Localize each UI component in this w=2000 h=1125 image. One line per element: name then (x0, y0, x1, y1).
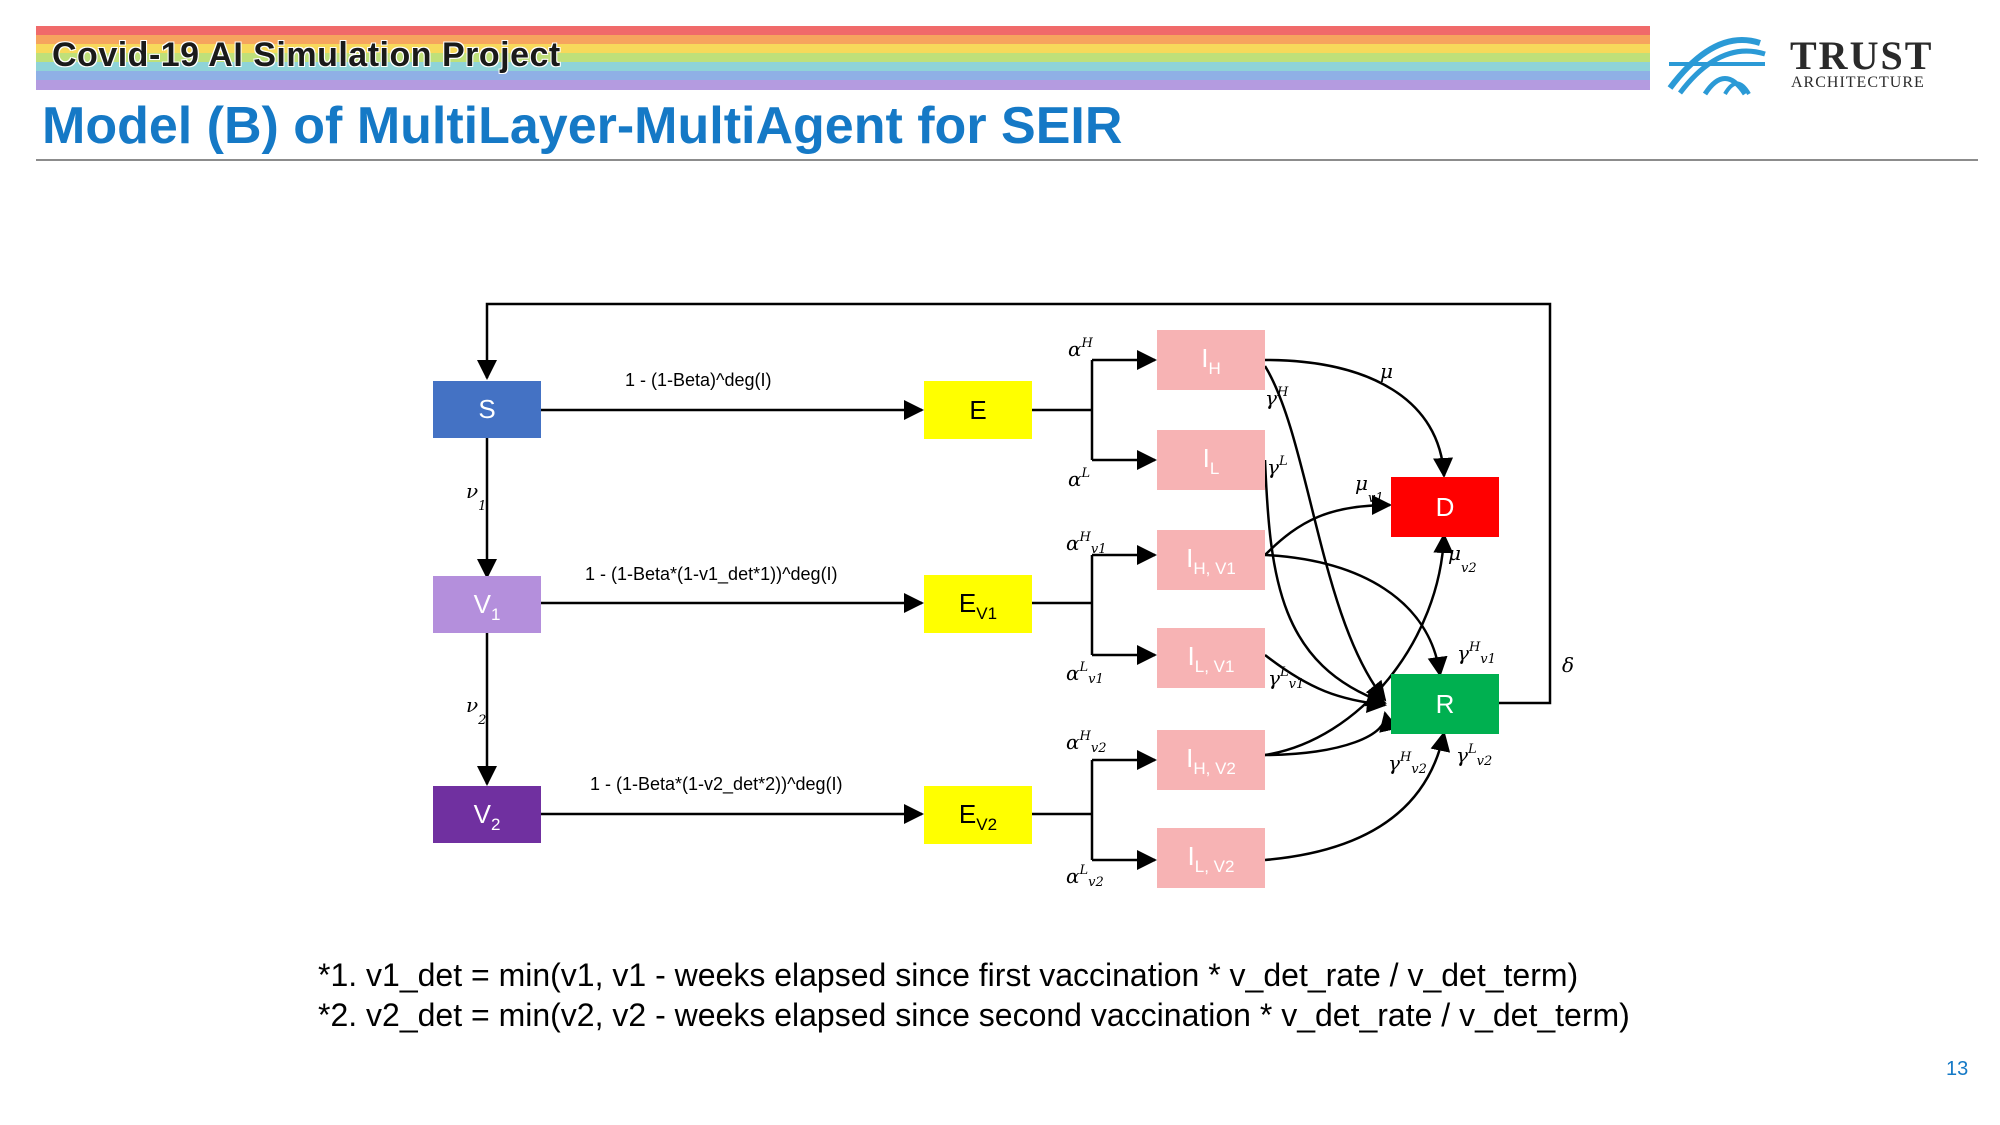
node-boxes (433, 330, 1499, 888)
page-number: 13 (1946, 1058, 1969, 1080)
node-ev1-box (924, 575, 1032, 633)
logo-wordmark: TRUST (1790, 33, 1934, 78)
node-ev1-label: EV1 (959, 588, 997, 623)
rate-label-nu2: ν2 (466, 693, 486, 728)
edge-e-split (1032, 360, 1094, 460)
rate-label-gamma-h: γH (1265, 385, 1289, 410)
node-il-box (1157, 430, 1265, 490)
slide-title: Model (B) of MultiLayer-MultiAgent for S… (42, 97, 1123, 155)
rate-labels: ν1 ν2 αH αL αHv1 αLv1 αHv2 αLv2 γH γL γH… (466, 336, 1574, 890)
logo-subtitle: ARCHITECTURE (1791, 74, 1925, 91)
node-il-label: IL (1203, 443, 1220, 478)
node-v1-label: V1 (474, 589, 501, 624)
edge-ilv2-to-r (1264, 731, 1451, 862)
node-v2-label: V2 (474, 799, 501, 834)
rate-label-gamma-l-v1: γLv1 (1268, 665, 1304, 692)
edge-label-s-to-e: 1 - (1-Beta)^deg(I) (625, 370, 772, 390)
node-ev2-box (924, 786, 1032, 844)
edge-label-v1-to-ev1: 1 - (1-Beta*(1-v1_det*1))^deg(I) (585, 564, 838, 585)
rate-label-alpha-h-v2: αHv2 (1066, 729, 1106, 756)
rate-label-gamma-l-v2: γLv2 (1456, 742, 1492, 769)
logo-arch-icon (1667, 37, 1766, 96)
node-ilv1-label: IL, V1 (1188, 641, 1235, 676)
node-ih-box (1157, 330, 1265, 390)
edge-ilv1-to-r (1264, 654, 1387, 713)
footnote-v1-det: *1. v1_det = min(v1, v1 - weeks elapsed … (318, 957, 1579, 993)
edge-label-v2-to-ev2: 1 - (1-Beta*(1-v2_det*2))^deg(I) (590, 774, 843, 795)
node-v2-box (433, 786, 541, 843)
rate-label-alpha-l-v2: αLv2 (1066, 863, 1104, 890)
rate-label-mu-v2: μv2 (1448, 541, 1477, 576)
connector-lines (477, 302, 1552, 870)
rate-label-mu: μ (1380, 359, 1393, 383)
rate-label-alpha-h: αH (1068, 336, 1094, 361)
rate-label-gamma-h-v1: γHv1 (1457, 640, 1496, 667)
node-labels: S V1 V2 E EV1 EV2 IH IL IH, V1 IL, V1 IH… (474, 343, 1455, 876)
edge-ev2-split (1032, 760, 1094, 860)
rate-label-gamma-h-v2: γHv2 (1388, 750, 1427, 777)
node-s-box (433, 381, 541, 438)
rate-label-alpha-h-v1: αHv1 (1066, 530, 1106, 557)
edge-ihv1-to-d (1264, 495, 1392, 556)
rate-label-delta: δ (1562, 653, 1574, 677)
node-ih-label: IH (1201, 343, 1221, 378)
title-divider (36, 159, 1978, 161)
rate-label-alpha-l: αL (1068, 466, 1090, 491)
node-v1-box (433, 576, 541, 633)
edge-ih-to-d (1264, 358, 1454, 478)
rate-label-gamma-l: γL (1267, 454, 1288, 479)
node-ilv2-box (1157, 828, 1265, 888)
edge-ihv1-to-r (1264, 553, 1448, 677)
loop-r-to-s (477, 302, 1552, 705)
footnote-v2-det: *2. v2_det = min(v2, v2 - weeks elapsed … (318, 997, 1630, 1033)
node-r-label: R (1436, 689, 1455, 719)
edge-ihv2-to-r (1264, 711, 1399, 757)
node-ihv2-label: IH, V2 (1186, 743, 1236, 778)
rate-label-alpha-l-v1: αLv1 (1066, 660, 1104, 687)
node-ihv2-box (1157, 730, 1265, 790)
node-ilv2-label: IL, V2 (1188, 841, 1235, 876)
node-r-box (1391, 674, 1499, 734)
trust-architecture-logo: TRUST ARCHITECTURE (1665, 28, 1965, 98)
node-e-box (924, 381, 1032, 439)
node-ev2-label: EV2 (959, 799, 997, 834)
node-s-label: S (478, 394, 495, 424)
node-ihv1-label: IH, V1 (1186, 543, 1236, 578)
edge-ihv2-to-d (1264, 533, 1454, 757)
rate-label-nu1: ν1 (466, 479, 486, 514)
edge-ih-to-r (1263, 365, 1387, 702)
rainbow-title-banner (36, 26, 1650, 90)
node-ihv1-box (1157, 530, 1265, 590)
node-e-label: E (969, 395, 986, 425)
edge-il-to-r (1263, 459, 1387, 707)
edge-ev1-split (1032, 555, 1094, 655)
node-d-box (1391, 477, 1499, 537)
project-title: Covid-19 AI Simulation Project (52, 36, 561, 74)
rate-label-mu-v1: μv1 (1355, 471, 1384, 506)
node-ilv1-box (1157, 628, 1265, 688)
node-d-label: D (1436, 492, 1455, 522)
edge-formula-labels: 1 - (1-Beta)^deg(I) 1 - (1-Beta*(1-v1_de… (585, 370, 843, 795)
